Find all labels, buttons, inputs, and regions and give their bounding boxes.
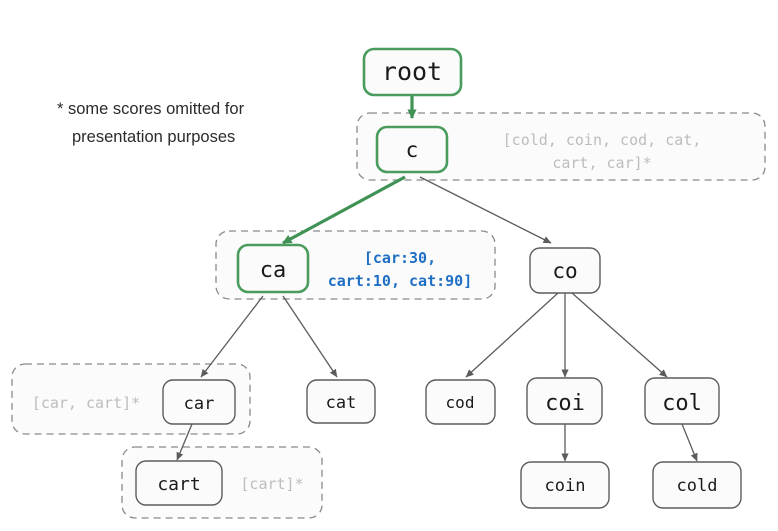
node-cod[interactable]: cod [425, 379, 496, 425]
node-coi[interactable]: coi [526, 377, 603, 425]
edge-ca-to-cat [282, 295, 338, 378]
node-ca[interactable]: ca [236, 243, 310, 294]
node-co[interactable]: co [529, 247, 601, 294]
edge-c-to-ca [282, 175, 406, 245]
node-root[interactable]: root [362, 47, 463, 97]
footnote-line1: * some scores omitted for [57, 100, 245, 118]
annotation-cart-list: [cart]* [240, 475, 303, 493]
annotation-car-list: [car, cart]* [32, 394, 140, 412]
node-co-box[interactable] [529, 247, 601, 294]
node-cold[interactable]: cold [652, 461, 742, 509]
group-box-c [356, 112, 766, 181]
node-cat[interactable]: cat [306, 379, 376, 424]
edge-co-to-cod [465, 292, 559, 378]
node-c-label: c [406, 138, 419, 162]
annotation-c-list-line2: cart, car]* [552, 154, 651, 172]
node-car[interactable]: car [162, 379, 236, 425]
node-cart-box[interactable] [135, 460, 223, 506]
node-col[interactable]: col [644, 377, 720, 425]
edge-car-to-cart [176, 423, 193, 461]
node-root-box[interactable] [362, 47, 463, 97]
node-cat-label: cat [326, 393, 357, 413]
node-car-label: car [184, 394, 215, 414]
node-coin-box[interactable] [520, 461, 610, 509]
node-cod-box[interactable] [425, 379, 496, 425]
node-coin[interactable]: coin [520, 461, 610, 509]
node-co-label: co [552, 259, 577, 283]
node-c[interactable]: c [375, 125, 449, 174]
edge-ca-to-car [200, 295, 264, 378]
annotation-c-list-line1: [cold, coin, cod, cat, [503, 131, 702, 149]
node-cold-label: cold [677, 476, 718, 496]
edge-c-to-co [419, 176, 552, 244]
node-cart[interactable]: cart [135, 460, 223, 506]
node-coi-box[interactable] [526, 377, 603, 425]
node-car-box[interactable] [162, 379, 236, 425]
node-coi-label: coi [545, 391, 585, 416]
node-root-label: root [382, 57, 442, 86]
node-ca-box[interactable] [236, 243, 310, 294]
annotation-ca-list-line2: cart:10, cat:90] [328, 272, 473, 290]
edge-col-to-cold [681, 423, 698, 462]
node-cart-label: cart [157, 474, 200, 495]
annotation-ca-list-line1: [car:30, [364, 249, 436, 267]
node-c-box[interactable] [375, 125, 449, 174]
node-col-box[interactable] [644, 377, 720, 425]
node-coin-label: coin [545, 476, 586, 496]
node-cold-box[interactable] [652, 461, 742, 509]
footnote-line2: presentation purposes [72, 128, 235, 146]
node-cat-box[interactable] [306, 379, 376, 424]
node-ca-label: ca [260, 258, 287, 283]
node-col-label: col [662, 391, 702, 416]
node-cod-label: cod [446, 393, 475, 412]
edge-co-to-col [571, 292, 668, 378]
